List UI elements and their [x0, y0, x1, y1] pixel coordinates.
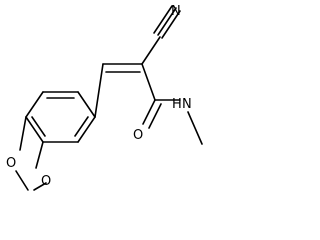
carbonyl-o-label: O [133, 128, 143, 143]
ring-bond [77, 116, 96, 143]
atom-labels: N O H N O O [6, 4, 192, 189]
ring-vinyl-bond [94, 63, 104, 118]
amide-n-label: N [182, 97, 192, 112]
carbonyl-c-bond [141, 63, 156, 101]
dioxole-bond [19, 116, 27, 151]
ring-bond [25, 91, 44, 118]
ring-bond [25, 116, 44, 143]
ring-bond [77, 91, 96, 118]
bond-lines [15, 5, 203, 191]
dioxole-bond [35, 141, 44, 169]
nitrile-n-label: N [171, 4, 181, 19]
nitrile-triple-bond [161, 10, 181, 39]
nitrile-triple-bond [153, 5, 173, 34]
ring-o1-label: O [6, 156, 16, 171]
nitrile-triple-bond [157, 7, 177, 36]
ring-double-bond [74, 116, 89, 137]
dioxole-bond [15, 170, 29, 191]
chemical-structure: N O H N O O [6, 4, 203, 191]
carbonyl-double-bond [142, 99, 156, 125]
dioxole-bond [33, 182, 47, 191]
ring-double-bond [31, 116, 46, 137]
amide-h-label: H [172, 97, 182, 112]
carbonyl-double-bond [148, 103, 162, 129]
nitrile-bond [141, 36, 161, 65]
methyl-bond [187, 111, 203, 145]
ring-o2-label: O [41, 174, 51, 189]
